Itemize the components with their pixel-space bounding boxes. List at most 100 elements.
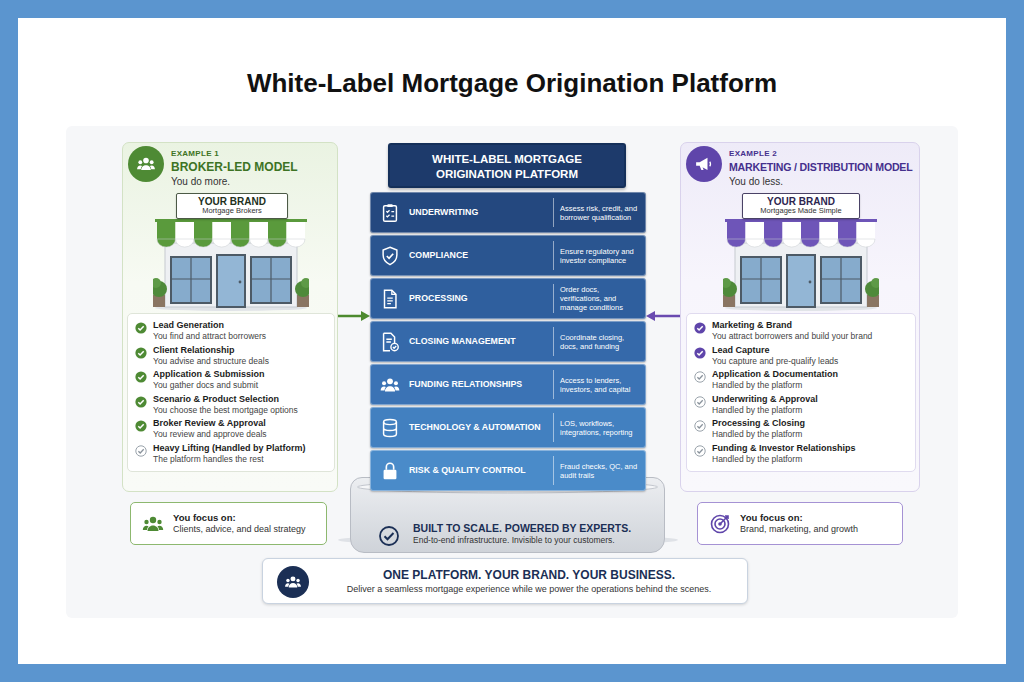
focus-box: You focus on:Clients, advice, and deal s… — [130, 502, 327, 545]
model-tagline: You do more. — [171, 175, 333, 188]
layer-description: Access to lenders, investors, and capita… — [560, 376, 639, 394]
item-description: Handled by the platform — [712, 429, 908, 440]
item-title: Marketing & Brand — [712, 320, 908, 331]
layer-divider — [553, 456, 554, 485]
layer-divider — [553, 370, 554, 399]
item-description: Handled by the platform — [712, 380, 908, 391]
check-item: Heavy Lifting (Handled by Platform)The p… — [135, 443, 327, 465]
focus-heading: You focus on: — [173, 512, 320, 524]
platform-header: WHITE-LABEL MORTGAGE ORIGINATION PLATFOR… — [388, 143, 626, 188]
check-text: Broker Review & ApprovalYou review and a… — [153, 418, 327, 440]
check-text: Underwriting & ApprovalHandled by the pl… — [712, 394, 908, 416]
layer-divider — [553, 413, 554, 442]
check-item: Scenario & Product SelectionYou choose t… — [135, 394, 327, 416]
flow-arrow — [335, 311, 370, 321]
platform-layer: CLOSING MANAGEMENT Coordinate closing, do… — [370, 321, 646, 362]
check-icon — [694, 420, 706, 432]
check-item: Underwriting & ApprovalHandled by the pl… — [694, 394, 908, 416]
item-title: Application & Submission — [153, 369, 327, 380]
check-icon — [694, 445, 706, 457]
layer-title: COMPLIANCE — [409, 250, 547, 261]
panel-heading: EXAMPLE 1BROKER-LED MODELYou do more. — [171, 148, 333, 188]
focus-icon — [141, 512, 165, 536]
check-icon — [135, 371, 147, 383]
item-title: Processing & Closing — [712, 418, 908, 429]
check-text: Funding & Investor RelationshipsHandled … — [712, 443, 908, 465]
model-tagline: You do less. — [729, 175, 915, 188]
diagram-title: White-Label Mortgage Origination Platfor… — [0, 68, 1024, 99]
layer-divider — [553, 241, 554, 270]
brand-name: YOUR BRAND — [180, 196, 284, 207]
check-icon — [694, 347, 706, 359]
check-text: Processing & ClosingHandled by the platf… — [712, 418, 908, 440]
check-icon — [135, 347, 147, 359]
check-text: Application & SubmissionYou gather docs … — [153, 369, 327, 391]
layer-icon — [379, 417, 401, 439]
check-text: Marketing & BrandYou attract borrowers a… — [712, 320, 908, 342]
panel-heading: EXAMPLE 2MARKETING / DISTRIBUTION MODELY… — [729, 148, 915, 188]
layer-title: RISK & QUALITY CONTROL — [409, 465, 547, 476]
layer-description: Order docs, verifications, and manage co… — [560, 285, 639, 312]
item-title: Lead Generation — [153, 320, 327, 331]
layer-icon — [379, 202, 401, 224]
item-description: Handled by the platform — [712, 405, 908, 416]
layer-divider — [553, 327, 554, 356]
check-item: Funding & Investor RelationshipsHandled … — [694, 443, 908, 465]
check-icon — [135, 322, 147, 334]
layer-description: Assess risk, credit, and borrower qualif… — [560, 204, 639, 222]
item-title: Funding & Investor Relationships — [712, 443, 908, 454]
check-icon — [694, 396, 706, 408]
focus-heading: You focus on: — [740, 512, 896, 524]
brand-name: YOUR BRAND — [746, 196, 856, 207]
check-text: Scenario & Product SelectionYou choose t… — [153, 394, 327, 416]
check-item: Application & SubmissionYou gather docs … — [135, 369, 327, 391]
item-title: Client Relationship — [153, 345, 327, 356]
check-item: Application & DocumentationHandled by th… — [694, 369, 908, 391]
check-icon — [135, 420, 147, 432]
platform-layer: TECHNOLOGY & AUTOMATIONLOS, workflows, i… — [370, 407, 646, 448]
arrow-line — [335, 315, 362, 318]
layer-icon — [379, 245, 401, 267]
platform-title: WHITE-LABEL MORTGAGE ORIGINATION PLATFOR… — [398, 152, 616, 182]
banner-text: Deliver a seamless mortgage experience w… — [321, 583, 737, 595]
checklist-box: Marketing & BrandYou attract borrowers a… — [686, 313, 916, 472]
tagline-banner: ONE PLATFORM. YOUR BRAND. YOUR BUSINESS.… — [262, 558, 748, 604]
arrow-head — [646, 311, 655, 321]
item-description: You advise and structure deals — [153, 356, 327, 367]
check-icon — [135, 445, 147, 457]
layer-description: Ensure regulatory and investor complianc… — [560, 247, 639, 265]
item-description: Handled by the platform — [712, 454, 908, 465]
platform-layer: FUNDING RELATIONSHIPS Access to lenders, … — [370, 364, 646, 405]
check-icon — [135, 396, 147, 408]
pedestal-title: BUILT TO SCALE. POWERED BY EXPERTS. — [413, 522, 656, 535]
layer-title: FUNDING RELATIONSHIPS — [409, 379, 547, 390]
layer-description: Fraud checks, QC, and audit trails — [560, 462, 639, 480]
item-title: Application & Documentation — [712, 369, 908, 380]
check-item: Lead GenerationYou find and attract borr… — [135, 320, 327, 342]
check-item: Processing & ClosingHandled by the platf… — [694, 418, 908, 440]
layer-icon — [379, 331, 401, 353]
layer-icon — [379, 460, 401, 482]
layer-icon — [379, 374, 401, 396]
brand-sign: YOUR BRANDMortgages Made Simple — [742, 193, 860, 219]
storefront-illustration — [723, 219, 879, 311]
focus-box: You focus on:Brand, marketing, and growt… — [697, 502, 903, 545]
pedestal-subtitle: End-to-end infrastructure. Invisible to … — [413, 535, 656, 546]
layer-divider — [553, 198, 554, 227]
banner-icon — [277, 566, 309, 598]
arrow-head — [361, 311, 370, 321]
check-item: Broker Review & ApprovalYou review and a… — [135, 418, 327, 440]
model-panel: EXAMPLE 2MARKETING / DISTRIBUTION MODELY… — [680, 142, 920, 492]
layer-description: Coordinate closing, docs, and funding — [560, 333, 639, 351]
item-title: Underwriting & Approval — [712, 394, 908, 405]
panel-icon — [128, 146, 164, 182]
item-description: You choose the best mortgage options — [153, 405, 327, 416]
check-item: Marketing & BrandYou attract borrowers a… — [694, 320, 908, 342]
check-text: Heavy Lifting (Handled by Platform)The p… — [153, 443, 327, 465]
layer-title: CLOSING MANAGEMENT — [409, 336, 547, 347]
storefront-illustration — [153, 219, 309, 311]
platform-layer: UNDERWRITINGAssess risk, credit, and bor… — [370, 192, 646, 233]
layer-divider — [553, 284, 554, 313]
check-item: Lead CaptureYou capture and pre-qualify … — [694, 345, 908, 367]
